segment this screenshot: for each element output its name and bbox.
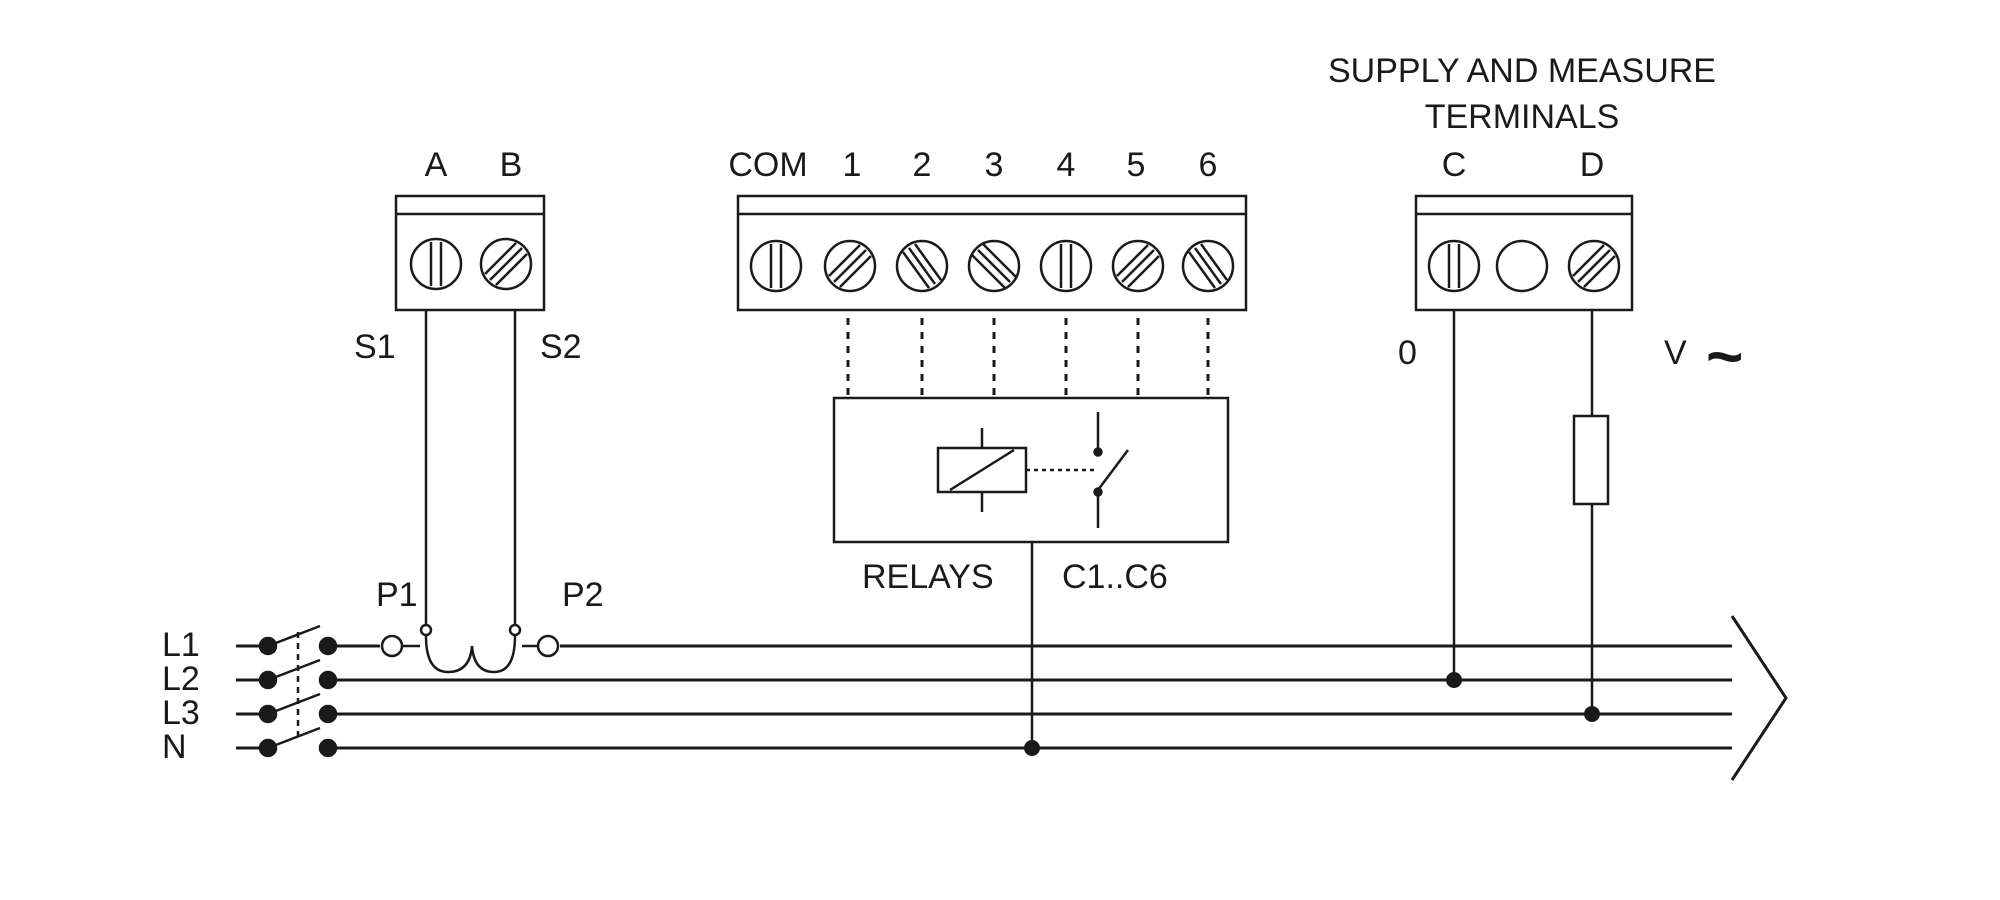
screw-icon — [967, 239, 1021, 293]
supply-d-label: D — [1580, 146, 1605, 184]
junction-dots — [1024, 672, 1600, 756]
relay-coil-icon — [936, 428, 1028, 512]
bus-arrow-icon — [1730, 615, 1788, 781]
relay-terminal-block — [736, 194, 1248, 312]
relay-1-label: 1 — [843, 146, 862, 184]
relays-label: RELAYS — [862, 558, 994, 596]
ct-terminal-b-label: B — [500, 146, 523, 184]
relay-dashed-links — [846, 318, 1210, 396]
screw-icon — [479, 237, 533, 291]
title-line-1: SUPPLY AND MEASURE — [1328, 52, 1716, 90]
supply-v-label: V — [1664, 334, 1687, 372]
fuse-icon — [1572, 414, 1610, 506]
screw-icon — [823, 239, 877, 293]
line-l1-label: L1 — [162, 626, 200, 664]
line-l3-label: L3 — [162, 694, 200, 732]
supply-wires — [1452, 310, 1610, 714]
title-line-2: TERMINALS — [1425, 98, 1620, 136]
relay-box — [832, 396, 1230, 544]
supply-c-label: C — [1442, 146, 1467, 184]
supply-zero-label: 0 — [1398, 334, 1417, 372]
screw-icon — [409, 237, 463, 291]
supply-terminal-block — [1414, 194, 1634, 312]
supply-ac-label: ~ — [1706, 320, 1743, 392]
screw-icon — [895, 239, 949, 293]
line-n-label: N — [162, 728, 187, 766]
empty-terminal-icon — [1495, 239, 1549, 293]
ct-terminal-block — [394, 194, 546, 312]
ct-s2-label: S2 — [540, 328, 582, 366]
relays-range-label: C1..C6 — [1062, 558, 1168, 596]
relay-com-label: COM — [728, 146, 807, 184]
ct-terminal-a-label: A — [425, 146, 448, 184]
ct-wires — [419, 310, 522, 637]
relay-6-label: 6 — [1199, 146, 1218, 184]
relay-contact-icon — [1093, 412, 1129, 528]
relay-5-label: 5 — [1127, 146, 1146, 184]
relay-4-label: 4 — [1057, 146, 1076, 184]
ct-p2-label: P2 — [562, 576, 604, 614]
relay-2-label: 2 — [913, 146, 932, 184]
screw-icon — [1181, 239, 1235, 293]
screw-icon — [1427, 239, 1481, 293]
screw-icon — [1111, 239, 1165, 293]
relay-3-label: 3 — [985, 146, 1004, 184]
bus-lines — [236, 644, 1732, 750]
current-transformer-icon — [380, 634, 560, 674]
screw-icon — [1039, 239, 1093, 293]
ct-s1-label: S1 — [354, 328, 396, 366]
screw-icon — [749, 239, 803, 293]
screw-icon — [1567, 239, 1621, 293]
line-l2-label: L2 — [162, 660, 200, 698]
breaker-switch-icon — [258, 624, 338, 758]
ct-p1-label: P1 — [376, 576, 418, 614]
